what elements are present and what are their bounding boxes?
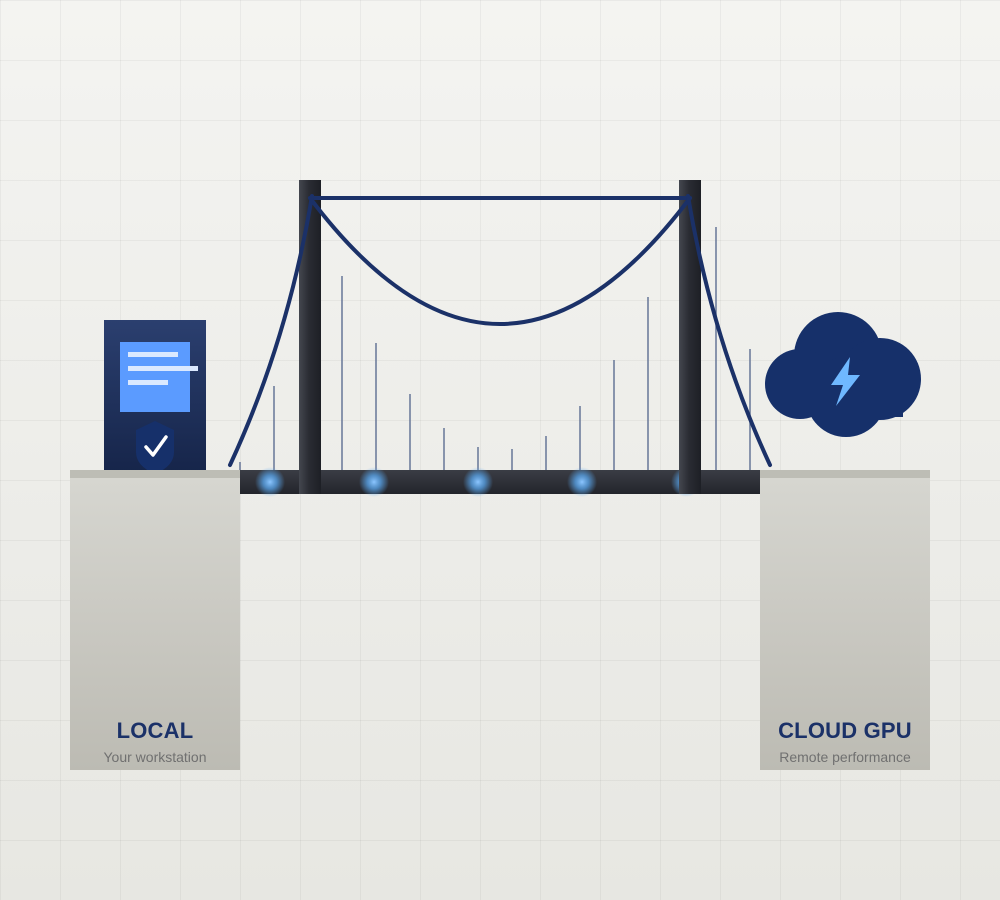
cloud-lightning-icon bbox=[765, 312, 921, 437]
cloud-gpu-title: CLOUD GPU bbox=[778, 718, 912, 743]
document-line bbox=[128, 366, 198, 371]
left-backstay-cable bbox=[228, 194, 314, 467]
cloud-gpu-pillar: CLOUD GPU Remote performance bbox=[760, 470, 930, 770]
glow-node bbox=[255, 467, 285, 497]
local-subtitle: Your workstation bbox=[103, 749, 207, 765]
hanger-cables bbox=[239, 227, 751, 472]
cloud-gpu-subtitle: Remote performance bbox=[779, 749, 911, 765]
document-line bbox=[128, 380, 168, 385]
glow-node bbox=[463, 467, 493, 497]
document-line bbox=[128, 352, 178, 357]
glow-node bbox=[567, 467, 597, 497]
local-title: LOCAL bbox=[116, 718, 194, 743]
local-pillar: LOCAL Your workstation bbox=[70, 470, 240, 770]
lightning-bolt-icon bbox=[831, 357, 860, 406]
left-tower bbox=[299, 180, 321, 494]
right-tower bbox=[679, 180, 701, 494]
main-cables bbox=[228, 194, 772, 467]
main-suspension-cable bbox=[308, 196, 692, 326]
glow-node bbox=[359, 467, 389, 497]
right-backstay-cable bbox=[686, 194, 772, 467]
shield-check-icon bbox=[136, 421, 174, 474]
